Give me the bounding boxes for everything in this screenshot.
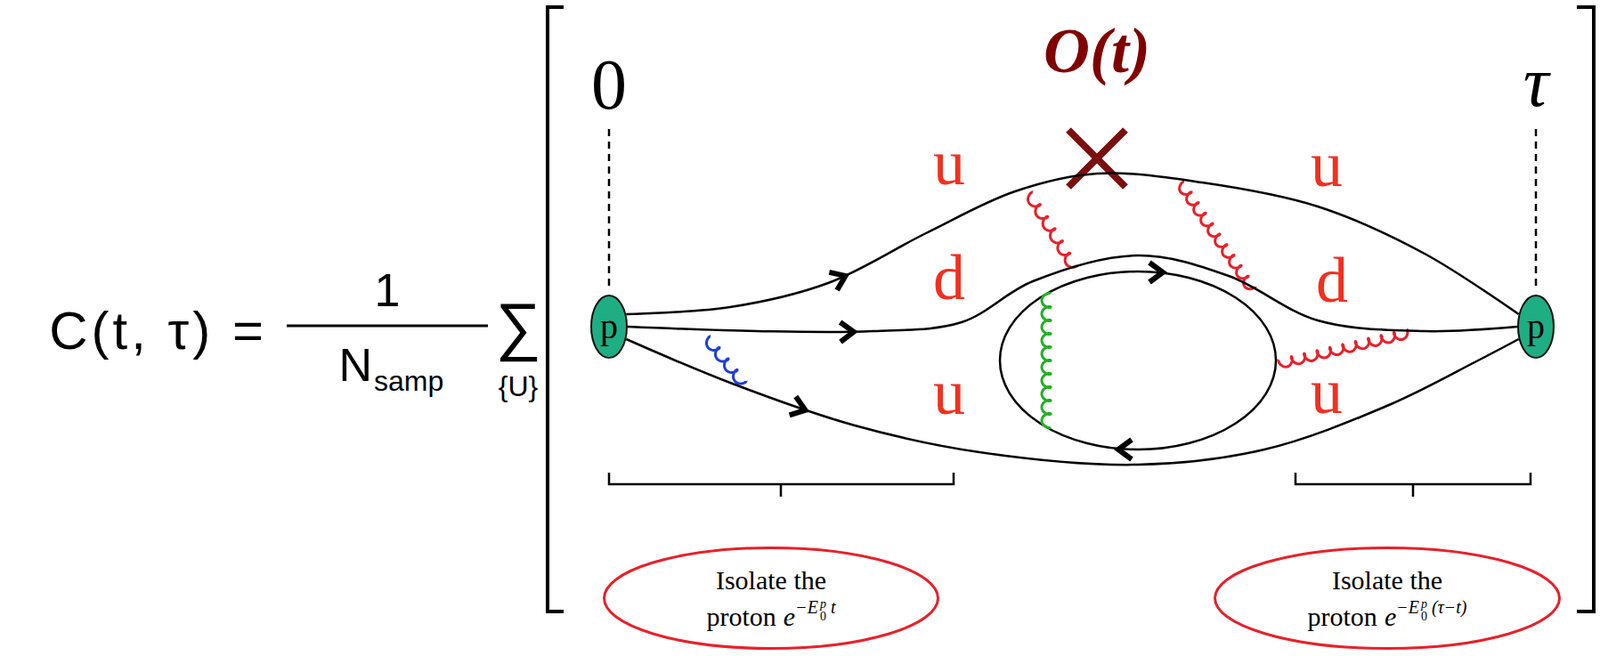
operator-cross xyxy=(1068,129,1126,187)
math-exponent: −Ep0t xyxy=(795,596,836,624)
math-subscript: 0 xyxy=(1421,610,1428,624)
underbrace xyxy=(609,472,954,497)
fraction-bar xyxy=(286,324,488,328)
node-text: p xyxy=(600,306,618,347)
math-base: e xyxy=(1384,601,1397,632)
direction-arrow xyxy=(840,322,854,342)
math-symbol: −E xyxy=(1396,597,1420,618)
node-label: Isolate the protone−Ep0(τ−t) xyxy=(1300,564,1475,634)
gluon-coil xyxy=(1041,293,1051,429)
operator-cross xyxy=(1068,129,1126,187)
quark-flavor: u xyxy=(933,360,966,425)
math-symbol: t xyxy=(830,597,837,618)
math-superscript: p xyxy=(1421,598,1428,611)
math-expression: e−Ep0(τ−t) xyxy=(1384,596,1468,634)
proton-blob: p xyxy=(1517,294,1555,359)
subscript: samp xyxy=(373,366,444,396)
gluon-coil xyxy=(1028,192,1078,268)
node-shape xyxy=(1215,548,1560,650)
isolation-ellipse: Isolate the protone−Ep0(τ−t) xyxy=(1213,546,1561,650)
node-outline xyxy=(602,546,940,650)
math-symbol: (τ−t) xyxy=(1431,597,1468,618)
quark-line xyxy=(625,172,1519,315)
gluon-group xyxy=(706,181,1408,429)
quark-flavor: u xyxy=(1310,359,1343,424)
time-label: 0 xyxy=(591,48,627,121)
direction-arrow xyxy=(828,267,850,291)
node-label: p xyxy=(1526,308,1545,345)
fraction-numerator: 1 xyxy=(374,267,401,314)
math-indices: p0 xyxy=(820,598,827,624)
quark-flavor: u xyxy=(933,130,966,195)
square-bracket xyxy=(547,7,564,612)
math-subscript: 0 xyxy=(820,610,827,624)
isolation-ellipse: Isolate the protone−Ep0t xyxy=(602,546,940,650)
math-indices: p0 xyxy=(1421,598,1428,624)
quark-loop xyxy=(999,271,1276,450)
operator-label: O(t) xyxy=(1043,18,1151,83)
node-shape xyxy=(1518,295,1554,358)
quark-line xyxy=(627,255,1518,333)
node-label: Isolate the protone−Ep0t xyxy=(684,564,859,634)
sum-index: {U} xyxy=(498,372,538,401)
math-expression: e−Ep0t xyxy=(783,596,837,634)
math-superscript: p xyxy=(820,598,827,611)
math-exponent: −Ep0(τ−t) xyxy=(1396,596,1467,624)
gluon-coil xyxy=(1278,329,1408,367)
math-base: e xyxy=(783,601,796,632)
underbrace xyxy=(1295,472,1531,497)
fraction-denominator: N xyxy=(338,341,373,389)
formula-lhs: C(t, τ) = xyxy=(48,304,268,358)
quark-line xyxy=(625,339,1519,465)
loop-arrow xyxy=(1118,439,1132,460)
node-outline xyxy=(1213,546,1561,650)
direction-arrow xyxy=(789,397,809,421)
time-marker xyxy=(1535,129,1538,291)
node-shape xyxy=(604,548,939,650)
proton-blob: p xyxy=(590,294,628,359)
node-label: p xyxy=(600,308,618,345)
quark-flavor: u xyxy=(1310,132,1343,197)
time-marker xyxy=(608,129,611,291)
quark-flavor: d xyxy=(1315,248,1349,313)
node-text: p xyxy=(1526,306,1545,347)
node-shape xyxy=(591,295,627,358)
loop-arrow xyxy=(1149,262,1163,283)
math-symbol: −E xyxy=(795,597,819,618)
quark-flavor: d xyxy=(933,245,966,310)
time-label: τ xyxy=(1523,46,1550,118)
square-bracket xyxy=(1576,7,1594,612)
sum-symbol: ∑ xyxy=(495,293,541,358)
